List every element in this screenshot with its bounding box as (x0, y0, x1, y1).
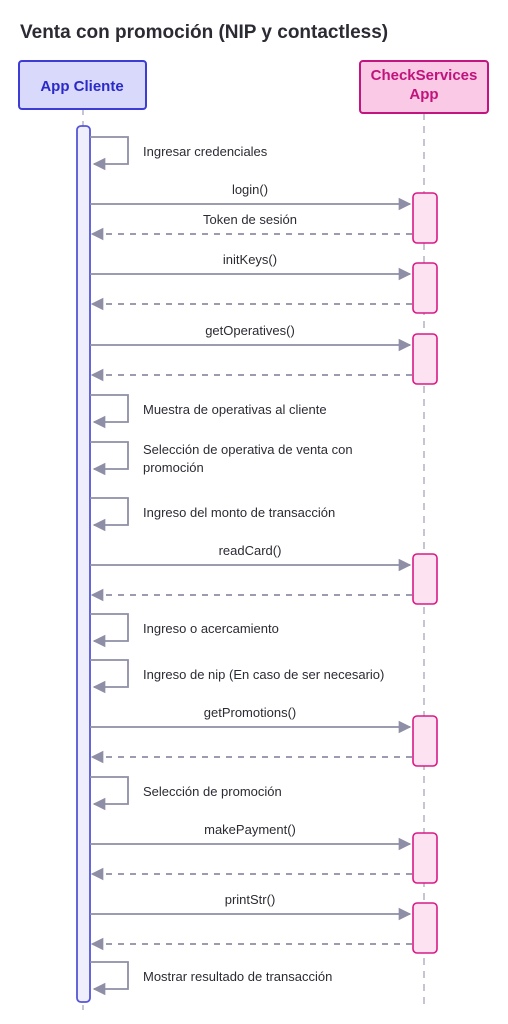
call-message-label: getOperatives() (205, 323, 295, 338)
call-message: getPromotions() (90, 705, 412, 734)
call-message: initKeys() (90, 252, 412, 281)
service-activation-bar (412, 262, 438, 314)
return-message-label: Token de sesión (203, 212, 297, 227)
service-activation-bar (412, 333, 438, 385)
client-activation-bar (76, 125, 91, 1003)
call-message: makePayment() (90, 822, 412, 851)
call-message: readCard() (90, 543, 412, 572)
self-message: Ingreso o acercamiento (90, 613, 279, 648)
call-message-label: getPromotions() (204, 705, 296, 720)
service-activations (412, 192, 438, 954)
actor-client: App Cliente (18, 60, 147, 110)
return-message: Token de sesión (90, 212, 412, 241)
self-message-label: Muestra de operativas al cliente (143, 402, 327, 417)
call-message: login() (90, 182, 412, 211)
call-message-label: printStr() (225, 892, 276, 907)
self-message: Ingresar credenciales (90, 136, 268, 171)
self-message: Selección de promoción (90, 776, 282, 811)
self-message: Ingreso del monto de transacción (90, 497, 335, 532)
self-message-label: Selección de promoción (143, 784, 282, 799)
service-activation-bar (412, 553, 438, 605)
self-message: Ingreso de nip (En caso de ser necesario… (90, 659, 384, 694)
self-message-label: Ingresar credenciales (143, 144, 268, 159)
call-message: getOperatives() (90, 323, 412, 352)
self-message: Mostrar resultado de transacción (90, 961, 332, 996)
call-message-label: readCard() (219, 543, 282, 558)
self-message: Muestra de operativas al cliente (90, 394, 327, 429)
call-message-label: login() (232, 182, 268, 197)
messages: Ingresar credenciales login() Token de ses… (90, 136, 412, 996)
diagram-title: Venta con promoción (NIP y contactless) (20, 22, 388, 43)
actor-client-label: App Cliente (40, 78, 123, 95)
self-message-label: Ingreso o acercamiento (143, 621, 279, 636)
self-message-label: Ingreso del monto de transacción (143, 505, 335, 520)
call-message-label: makePayment() (204, 822, 296, 837)
call-message: printStr() (90, 892, 412, 921)
self-message-label: Ingreso de nip (En caso de ser necesario… (143, 667, 384, 682)
service-activation-bar (412, 715, 438, 767)
self-message-label: Mostrar resultado de transacción (143, 969, 332, 984)
call-message-label: initKeys() (223, 252, 277, 267)
service-activation-bar (412, 832, 438, 884)
service-activation-bar (412, 192, 438, 244)
service-activation-bar (412, 902, 438, 954)
